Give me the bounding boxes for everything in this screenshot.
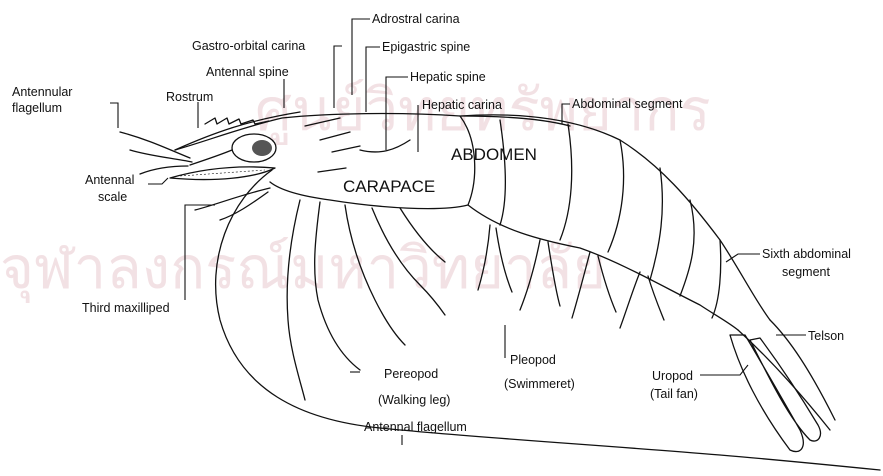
- label-abdominal-segment: Abdominal segment: [572, 97, 683, 111]
- label-sixth-abdominal-segment-1: Sixth abdominal: [762, 247, 851, 261]
- antennal-scale-shape: [170, 167, 275, 180]
- label-hepatic-spine: Hepatic spine: [410, 70, 486, 84]
- label-antennal-scale-1: Antennal: [85, 173, 134, 187]
- region-carapace: CARAPACE: [343, 177, 435, 196]
- label-uropod-1: Uropod: [652, 369, 693, 383]
- label-epigastric-spine: Epigastric spine: [382, 40, 470, 54]
- labels: Adrostral carina Gastro-orbital carina E…: [12, 12, 851, 434]
- segment-5: [680, 200, 694, 296]
- label-antennular-flagellum-1: Antennular: [12, 85, 72, 99]
- label-hepatic-carina: Hepatic carina: [422, 98, 502, 112]
- region-abdomen: ABDOMEN: [451, 145, 537, 164]
- label-gastro-orbital-carina: Gastro-orbital carina: [192, 39, 305, 53]
- label-adrostral-carina: Adrostral carina: [372, 12, 460, 26]
- leader-antennal-scale: [148, 178, 168, 184]
- watermark-line-2: จุฬาลงกรณ์มหาวิทยาลัย: [0, 234, 606, 304]
- label-third-maxilliped: Third maxilliped: [82, 301, 170, 315]
- label-antennal-scale-2: scale: [98, 190, 127, 204]
- leader-sixth-segment: [726, 254, 760, 262]
- segment-6: [712, 240, 721, 318]
- label-telson: Telson: [808, 329, 844, 343]
- label-pereopod-1: Pereopod: [384, 367, 438, 381]
- label-pereopod-2: (Walking leg): [378, 393, 450, 407]
- eyestalk: [190, 150, 232, 165]
- label-pleopod-2: (Swimmeret): [504, 377, 575, 391]
- antennal-flagellum-shape: [216, 170, 880, 470]
- label-pleopod-1: Pleopod: [510, 353, 556, 367]
- label-sixth-abdominal-segment-2: segment: [782, 265, 830, 279]
- label-uropod-2: (Tail fan): [650, 387, 698, 401]
- label-antennular-flagellum-2: flagellum: [12, 101, 62, 115]
- segment-4: [650, 168, 662, 280]
- uropod-shape: [730, 335, 820, 452]
- label-antennal-flagellum: Antennal flagellum: [364, 420, 467, 434]
- eye-pupil: [252, 140, 272, 156]
- label-antennal-spine: Antennal spine: [206, 65, 289, 79]
- leader-antennular: [110, 103, 118, 128]
- label-rostrum: Rostrum: [166, 90, 213, 104]
- antennular-flagellum-shape: [120, 132, 192, 174]
- segment-3: [608, 140, 624, 252]
